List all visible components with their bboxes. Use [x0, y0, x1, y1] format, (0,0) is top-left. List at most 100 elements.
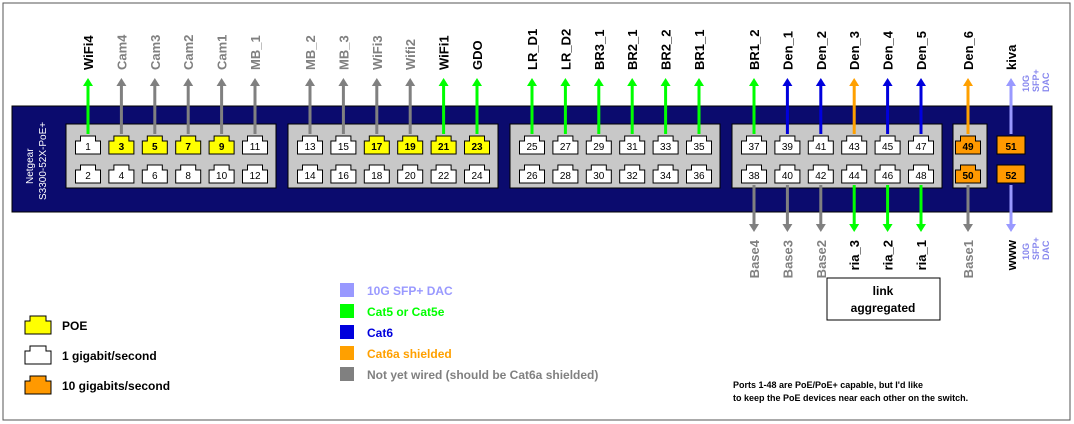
port-37: 37	[741, 135, 767, 155]
ethernet-port-icon	[24, 315, 52, 335]
legend-cable-label: 10G SFP+ DAC	[367, 284, 453, 298]
note-line: Ports 1-48 are PoE/PoE+ capable, but I'd…	[733, 380, 923, 390]
cable-arrowhead	[660, 78, 671, 86]
port-number: 9	[219, 142, 225, 153]
ports: 1234567891011121314151617181920212223242…	[75, 135, 1026, 184]
port-4: 4	[108, 164, 135, 184]
cable-arrowhead	[627, 78, 638, 86]
port-7: 7	[175, 135, 202, 155]
port-9: 9	[208, 135, 235, 155]
port-number: 25	[526, 142, 538, 153]
port-number: 24	[471, 171, 483, 182]
cable-arrowhead	[472, 78, 482, 86]
port-label: Den_6	[961, 31, 976, 70]
port-34: 34	[652, 164, 679, 184]
port-number: 16	[338, 171, 350, 182]
port-number: 52	[1005, 171, 1017, 182]
port-number: 15	[338, 142, 350, 153]
port-15: 15	[330, 135, 357, 155]
port-number: 18	[371, 171, 383, 182]
port-label: MB_1	[248, 35, 263, 70]
port-label: LR_D2	[558, 29, 573, 70]
port-43: 43	[841, 135, 868, 155]
cable-arrowhead	[250, 78, 260, 86]
port-label: Den_3	[847, 31, 862, 70]
legend-swatch	[340, 325, 354, 339]
port-33: 33	[652, 135, 679, 155]
port-label: Cam2	[181, 35, 196, 70]
port-label: Cam1	[215, 35, 230, 70]
port-25: 25	[519, 135, 545, 155]
port-1: 1	[75, 135, 101, 155]
cable-arrowhead	[815, 78, 826, 86]
port-label: ria_2	[881, 240, 896, 270]
port-number: 21	[438, 142, 450, 153]
port-30: 30	[585, 164, 612, 184]
port-number: 30	[593, 171, 605, 182]
port-6: 6	[141, 164, 168, 184]
port-number: 35	[693, 142, 705, 153]
cable-arrowhead	[749, 224, 759, 232]
cable-arrowhead	[882, 224, 893, 232]
cable-arrowhead	[916, 224, 926, 232]
port-label: ria_3	[847, 240, 862, 270]
sfp-label-line: 10G	[1021, 75, 1031, 92]
cable-arrowhead	[916, 78, 926, 86]
cable-arrowhead	[849, 78, 860, 86]
port-number: 14	[304, 171, 316, 182]
port-29: 29	[585, 135, 612, 155]
cable-arrowhead	[338, 78, 349, 86]
port-48: 48	[908, 164, 934, 184]
cable-arrowhead	[560, 78, 571, 86]
ethernet-port-icon	[24, 345, 52, 365]
port-label: kiva	[1004, 44, 1019, 70]
port-47: 47	[908, 135, 934, 155]
cable-arrowhead	[694, 78, 704, 86]
port-number: 8	[185, 171, 191, 182]
port-number: 40	[782, 171, 794, 182]
port-number: 23	[471, 142, 483, 153]
port-number: 13	[304, 142, 316, 153]
port-label: Den_5	[914, 31, 929, 70]
port-label: BR1_2	[747, 30, 762, 70]
cable-arrowhead	[963, 224, 973, 232]
port-label: BR2_1	[625, 30, 640, 70]
sfp-cable-label-bottom: 10G SFP+ DAC	[1021, 237, 1051, 260]
port-3: 3	[108, 135, 135, 155]
legend-swatch	[340, 283, 354, 297]
port-16: 16	[330, 164, 357, 184]
port-number: 32	[627, 171, 639, 182]
port-number: 26	[526, 171, 538, 182]
cable-arrowhead	[782, 78, 793, 86]
cable-arrowhead	[216, 78, 227, 86]
port-number: 38	[748, 171, 760, 182]
port-label: BR2_2	[659, 30, 674, 70]
port-38: 38	[741, 164, 767, 184]
port-label: Cam4	[114, 34, 129, 70]
port-label: BR1_1	[692, 30, 707, 70]
port-52: 52	[996, 164, 1026, 184]
cable-arrowhead	[405, 78, 416, 86]
port-number: 3	[119, 142, 125, 153]
port-18: 18	[363, 164, 390, 184]
port-number: 47	[915, 142, 927, 153]
port-label: Den_2	[814, 31, 829, 70]
port-36: 36	[686, 164, 712, 184]
note: Ports 1-48 are PoE/PoE+ capable, but I'd…	[733, 380, 968, 403]
port-number: 2	[85, 171, 91, 182]
cable-arrowhead	[1006, 224, 1016, 232]
port-32: 32	[619, 164, 646, 184]
port-number: 19	[405, 142, 417, 153]
port-number: 34	[660, 171, 672, 182]
port-45: 45	[874, 135, 901, 155]
port-number: 27	[560, 142, 572, 153]
port-2: 2	[75, 164, 101, 184]
cable-arrowhead	[183, 78, 194, 86]
port-number: 48	[915, 171, 927, 182]
port-number: 7	[185, 142, 191, 153]
port-35: 35	[686, 135, 712, 155]
port-label: ria_1	[914, 240, 929, 270]
legend-swatch	[340, 346, 354, 360]
